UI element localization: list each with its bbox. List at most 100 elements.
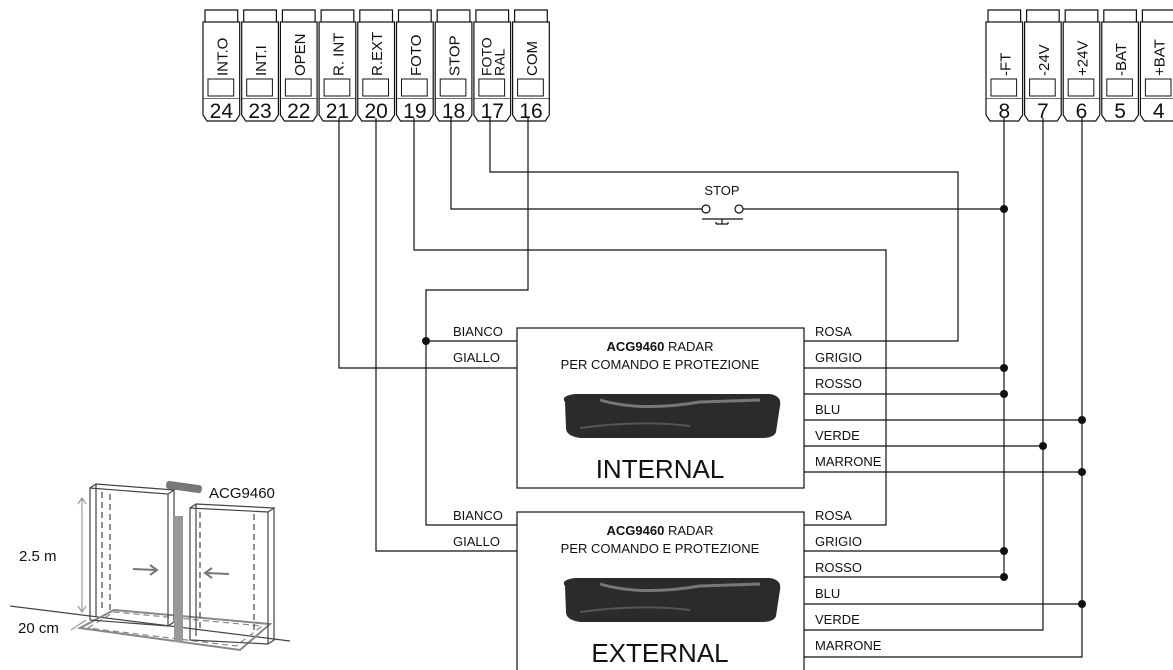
arrow-right	[132, 564, 159, 576]
terminal-number: 6	[1076, 100, 1088, 123]
wire-label-marrone: MARRONE	[815, 454, 882, 469]
wire-label-giallo: GIALLO	[453, 350, 500, 365]
terminal-label: COM	[524, 41, 541, 76]
terminal-5: -BAT 5	[1101, 9, 1140, 123]
junction-dot	[1078, 416, 1086, 424]
terminal-label: INT.I	[253, 45, 270, 76]
terminal-number: 22	[287, 100, 310, 123]
ground-line	[9, 605, 291, 642]
stop-button-symbol	[701, 204, 744, 225]
terminal-label: STOP	[447, 35, 464, 76]
terminal-24: INT.O 24	[202, 9, 241, 123]
terminal-number: 17	[481, 100, 504, 123]
terminal-21: R. INT 21	[318, 9, 357, 123]
junction-dot	[422, 337, 430, 345]
radar-name: INTERNAL	[596, 454, 725, 484]
wire-label-grigio: GRIGIO	[815, 350, 862, 365]
wire-label-bianco: BIANCO	[453, 324, 503, 339]
arrow-left	[203, 567, 230, 579]
terminal-label: FOTO	[408, 35, 425, 76]
terminal-label: OPEN	[292, 33, 309, 76]
wires	[338, 118, 1083, 658]
radar-internal: ACG9460 RADAR PER COMANDO E PROTEZIONE INT…	[453, 324, 882, 489]
terminal-17: FOTORAL 17	[473, 9, 512, 123]
junction-dot	[1000, 364, 1008, 372]
wire-stop	[450, 118, 702, 210]
wire-r-ext	[375, 118, 517, 552]
wire-label-bianco: BIANCO	[453, 508, 503, 523]
wire-foto	[413, 118, 887, 526]
junction-dot	[1000, 547, 1008, 555]
wire-label-verde: VERDE	[815, 428, 860, 443]
floor-area	[76, 608, 273, 652]
junction-dot	[1078, 468, 1086, 476]
installation-sketch	[9, 480, 291, 652]
wire-label-verde: VERDE	[815, 612, 860, 627]
center-pillar	[174, 516, 183, 642]
wire-com	[425, 118, 529, 526]
junction-dots	[422, 205, 1086, 608]
terminal-22: OPEN 22	[279, 9, 318, 123]
terminal-20: R.EXT 20	[357, 9, 396, 123]
junction-dot	[1039, 442, 1047, 450]
junction-dot	[1000, 205, 1008, 213]
terminal-label: FOTORAL	[478, 37, 507, 76]
stop-button-label: STOP	[704, 183, 739, 198]
terminal-number: 4	[1153, 100, 1165, 123]
terminal-label: INT.O	[214, 38, 231, 76]
terminal-18: STOP 18	[434, 9, 473, 123]
wire-r-int	[338, 118, 517, 369]
device-label: ACG9460	[209, 485, 275, 502]
wire-label-rosa: ROSA	[815, 508, 852, 523]
terminal-number: 21	[326, 100, 349, 123]
radar-subtitle: PER COMANDO E PROTEZIONE	[561, 357, 760, 372]
junction-dot	[1000, 573, 1008, 581]
wire-label-giallo: GIALLO	[453, 534, 500, 549]
wire-label-grigio: GRIGIO	[815, 534, 862, 549]
terminal-number: 20	[364, 100, 387, 123]
wire-label-rosso: ROSSO	[815, 376, 862, 391]
wire-label-rosso: ROSSO	[815, 560, 862, 575]
terminal-number: 7	[1037, 100, 1049, 123]
radar-sensor-image	[563, 394, 781, 438]
terminal-number: 23	[248, 100, 271, 123]
terminal-number: 19	[403, 100, 426, 123]
radar-subtitle: PER COMANDO E PROTEZIONE	[561, 541, 760, 556]
radar-sensor-image	[563, 578, 781, 622]
terminal-label: -FT	[997, 53, 1014, 76]
terminal-number: 24	[210, 100, 234, 123]
wire-label-blu: BLU	[815, 402, 840, 417]
terminal-19: FOTO 19	[395, 9, 434, 123]
junction-dot	[1000, 390, 1008, 398]
height-dimension	[77, 496, 87, 614]
terminal-label: -BAT	[1113, 43, 1130, 76]
radar-external: ACG9460 RADAR PER COMANDO E PROTEZIONE EXT…	[453, 508, 882, 670]
wire-label-rosa: ROSA	[815, 324, 852, 339]
height-label: 2.5 m	[19, 548, 57, 565]
terminal-label: +BAT	[1152, 39, 1169, 76]
terminal-23: INT.I 23	[241, 9, 279, 123]
wire-label-blu: BLU	[815, 586, 840, 601]
wire-foto-ral	[489, 118, 959, 342]
depth-dimension	[70, 619, 87, 631]
acg9460-sensor	[166, 480, 202, 494]
terminal-8: -FT8	[985, 9, 1024, 123]
terminal-label: R.EXT	[369, 32, 386, 76]
radar-title: ACG9460 RADAR	[607, 339, 714, 354]
left-terminal-block: INT.O 24 INT.I 23 OPEN 22 R. INT 21 R.EXT 20 FOTO 1…	[202, 9, 550, 123]
radar-title: ACG9460 RADAR	[607, 523, 714, 538]
wire-minus-24v	[804, 118, 1044, 631]
terminal-label: -24V	[1036, 44, 1053, 76]
wire-label-marrone: MARRONE	[815, 638, 882, 653]
depth-label: 20 cm	[18, 620, 59, 637]
terminal-4: +BAT 4	[1139, 9, 1173, 123]
terminal-label: R. INT	[330, 33, 347, 76]
terminal-number: 5	[1114, 100, 1126, 123]
terminal-number: 18	[442, 100, 465, 123]
wire-plus-24v	[804, 118, 1083, 658]
radar-name: EXTERNAL	[591, 638, 728, 668]
